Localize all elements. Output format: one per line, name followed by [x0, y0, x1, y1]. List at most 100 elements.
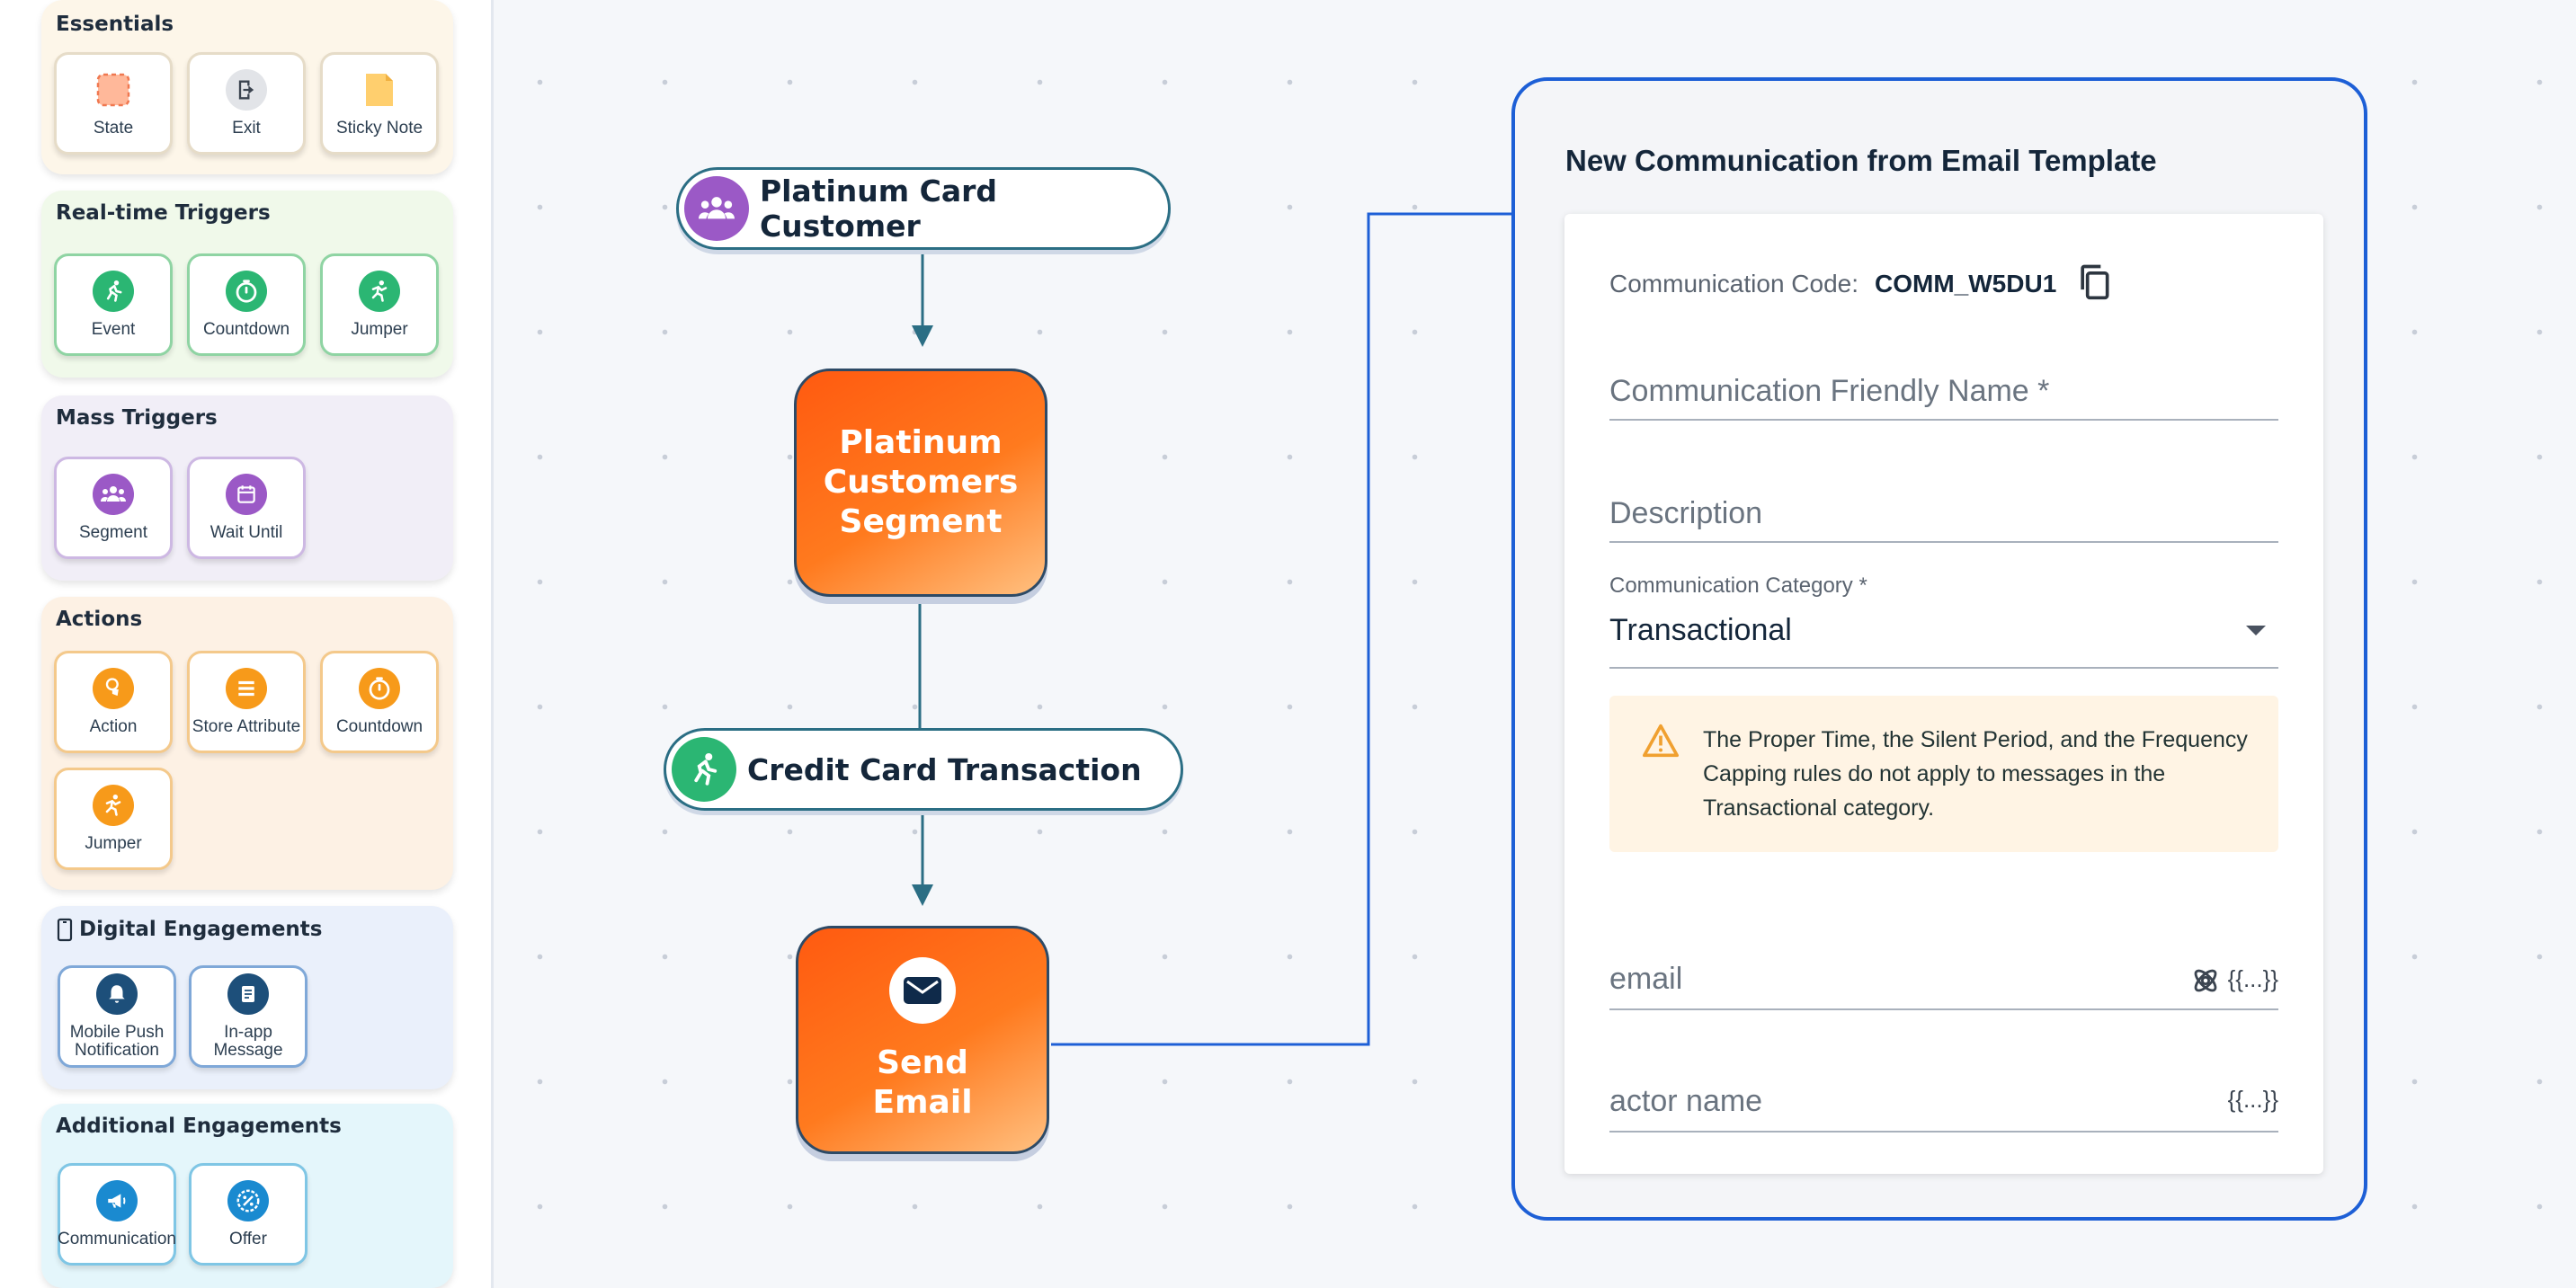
- actor-name-placeholder: actor name: [1609, 1084, 1763, 1118]
- tile-state[interactable]: State: [54, 52, 173, 155]
- tile-label: Store Attribute: [192, 717, 301, 736]
- tile-label: Wait Until: [209, 523, 283, 542]
- state-icon: [93, 69, 134, 111]
- stopwatch-icon: [359, 668, 400, 709]
- runner-icon: [93, 271, 134, 312]
- tile-label: Offer: [229, 1230, 267, 1248]
- tile-label: Exit: [232, 119, 261, 138]
- runner-icon: [672, 737, 736, 802]
- tile-sticky-note[interactable]: Sticky Note: [320, 52, 439, 155]
- description-field[interactable]: Description: [1609, 484, 2278, 543]
- envelope-icon: [889, 957, 956, 1024]
- personalization-icon[interactable]: [2188, 964, 2223, 1002]
- warning-text: The Proper Time, the Silent Period, and …: [1703, 727, 2248, 821]
- connector-lines: [912, 212, 1513, 1046]
- tile-store-attribute[interactable]: Store Attribute: [187, 651, 306, 753]
- email-field[interactable]: email {{...}}: [1609, 949, 2278, 1010]
- group-title-text: Digital Engagements: [79, 918, 323, 941]
- group-actions: Actions Action Store Attribute Countdown…: [41, 597, 453, 890]
- node-label-line: Send: [877, 1044, 968, 1081]
- category-value: Transactional: [1609, 613, 1792, 647]
- tile-label: Segment: [78, 523, 148, 542]
- warning-triangle-icon: [1640, 723, 1681, 763]
- chevron-down-icon: [2246, 626, 2266, 635]
- group-mass-triggers: Mass Triggers Segment Wait Until: [41, 395, 453, 581]
- component-sidebar: Essentials State Exit Sticky Note Real-t…: [0, 0, 494, 1288]
- bell-icon: [96, 973, 138, 1015]
- communication-code-label: Communication Code:: [1609, 269, 1859, 298]
- tap-icon: [93, 668, 134, 709]
- tile-label: Communication: [58, 1230, 176, 1248]
- tile-action[interactable]: Action: [54, 651, 173, 753]
- tile-segment[interactable]: Segment: [54, 457, 173, 559]
- group-title-essentials: Essentials: [56, 13, 174, 36]
- node-label-line: Customers: [823, 464, 1019, 501]
- tile-jumper[interactable]: Jumper: [320, 253, 439, 356]
- tile-countdown[interactable]: Countdown: [320, 651, 439, 753]
- group-title-mass: Mass Triggers: [56, 406, 218, 430]
- group-users-icon: [684, 176, 749, 241]
- tile-event[interactable]: Event: [54, 253, 173, 356]
- node-send-email[interactable]: Send Email: [796, 926, 1049, 1154]
- tile-label: Jumper: [85, 834, 142, 853]
- friendly-name-field[interactable]: Communication Friendly Name *: [1609, 365, 2278, 421]
- node-label-line: Segment: [839, 503, 1003, 540]
- tile-label: Countdown: [202, 320, 290, 339]
- node-label-line: Email: [872, 1084, 973, 1121]
- copy-icon[interactable]: [2074, 261, 2114, 306]
- tile-wait-until[interactable]: Wait Until: [187, 457, 306, 559]
- tile-countdown[interactable]: Countdown: [187, 253, 306, 356]
- email-placeholder: email: [1609, 962, 1683, 996]
- tile-label: Jumper: [351, 320, 408, 339]
- category-select[interactable]: Communication Category * Transactional: [1609, 573, 2278, 669]
- group-additional-engagements: Additional Engagements Communication Off…: [41, 1104, 453, 1288]
- jumper-icon: [93, 785, 134, 826]
- tile-label: Action: [89, 717, 138, 736]
- description-placeholder: Description: [1609, 496, 1763, 530]
- dialog-form-card: Communication Code: COMM_W5DU1 Communica…: [1564, 214, 2323, 1174]
- group-essentials: Essentials State Exit Sticky Note: [41, 0, 453, 174]
- friendly-name-placeholder: Communication Friendly Name *: [1609, 374, 2050, 408]
- variable-insert-icon[interactable]: {{...}}: [2227, 1086, 2278, 1113]
- group-title-realtime: Real-time Triggers: [56, 201, 271, 225]
- tile-label: Event: [91, 320, 136, 339]
- tile-communication[interactable]: Communication: [58, 1163, 176, 1266]
- node-segment[interactable]: Platinum Customers Segment: [794, 369, 1047, 597]
- transactional-warning: The Proper Time, the Silent Period, and …: [1609, 696, 2278, 852]
- communication-dialog: New Communication from Email Template Co…: [1511, 77, 2367, 1221]
- exit-icon: [226, 69, 267, 111]
- node-label: Credit Card Transaction: [747, 751, 1142, 787]
- discount-badge-icon: [227, 1180, 269, 1221]
- tile-mobile-push[interactable]: Mobile Push Notification: [58, 965, 176, 1068]
- tile-label: State: [93, 119, 134, 138]
- communication-code-value: COMM_W5DU1: [1875, 269, 2057, 298]
- calendar-icon: [226, 474, 267, 515]
- node-segment-trigger[interactable]: Platinum Card Customer: [676, 167, 1171, 250]
- dialog-title: New Communication from Email Template: [1565, 144, 2157, 177]
- node-label: Platinum Card Customer: [759, 173, 998, 244]
- megaphone-icon: [96, 1180, 138, 1221]
- stopwatch-icon: [226, 271, 267, 312]
- tile-label: Mobile Push Notification: [69, 1023, 165, 1060]
- sticky-note-icon: [359, 69, 400, 111]
- group-title-actions: Actions: [56, 608, 143, 631]
- mobile-icon: [57, 918, 73, 942]
- group-users-icon: [93, 474, 134, 515]
- communication-code-row: Communication Code: COMM_W5DU1: [1609, 261, 2114, 306]
- tile-in-app-message[interactable]: In-app Message: [189, 965, 308, 1068]
- tile-label: Countdown: [335, 717, 423, 736]
- group-realtime-triggers: Real-time Triggers Event Countdown Jumpe…: [41, 191, 453, 378]
- tile-offer[interactable]: Offer: [189, 1163, 308, 1266]
- node-label-line: Platinum: [839, 424, 1003, 461]
- group-title-digital: Digital Engagements: [56, 917, 323, 942]
- node-event-trigger[interactable]: Credit Card Transaction: [664, 728, 1183, 811]
- group-digital-engagements: Digital Engagements Mobile Push Notifica…: [41, 906, 453, 1089]
- variable-insert-icon[interactable]: {{...}}: [2227, 965, 2278, 992]
- category-label: Communication Category *: [1609, 573, 1867, 598]
- actor-name-field[interactable]: actor name {{...}}: [1609, 1073, 2278, 1133]
- jumper-icon: [359, 271, 400, 312]
- tile-label: In-app Message: [213, 1023, 283, 1060]
- tile-jumper[interactable]: Jumper: [54, 768, 173, 870]
- group-title-additional: Additional Engagements: [56, 1115, 342, 1138]
- tile-exit[interactable]: Exit: [187, 52, 306, 155]
